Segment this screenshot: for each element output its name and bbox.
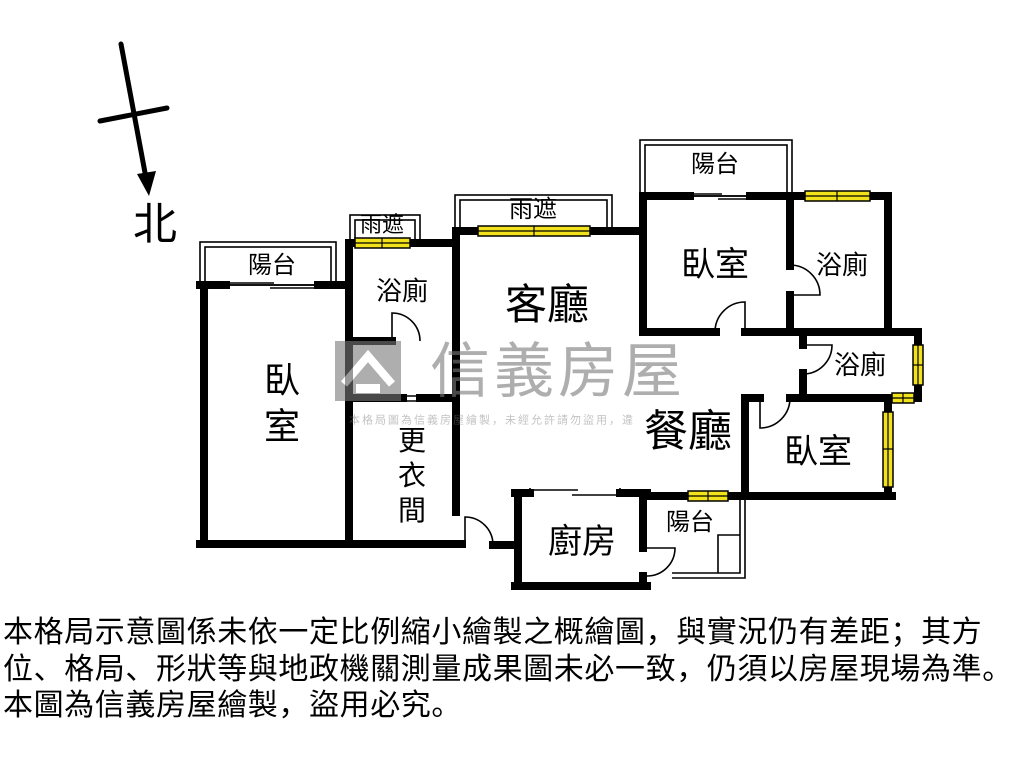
disclaimer-line: 本圖為信義房屋繪製，盜用必究。 — [3, 688, 462, 723]
door-balcony-kitchen — [646, 547, 676, 577]
north-arrow-icon — [97, 41, 170, 196]
bedroom-left-label: 臥室 — [258, 361, 299, 453]
window — [354, 237, 411, 249]
outdoor-outlines — [199, 139, 793, 579]
window — [804, 190, 871, 202]
bedroom-top-right-label: 臥室 — [681, 245, 749, 285]
disclaimer-text: 本格局示意圖係未依一定比例縮小繪製之概繪圖，與實況仍有差距；其方 位、格局、形狀… — [3, 615, 1021, 725]
sliding-door-kitchen — [529, 488, 621, 497]
sliding-door-dressing-room — [403, 395, 420, 402]
balcony-top-outline-inner — [644, 144, 788, 197]
balcony-kitchen-step — [717, 534, 740, 573]
swing-doors — [391, 264, 833, 577]
north-arrow-shaft — [118, 41, 149, 181]
dining-room-label: 餐廳 — [644, 406, 732, 457]
window — [687, 490, 729, 502]
door-bath-left — [391, 312, 421, 342]
canopy-living-label: 雨遮 — [509, 195, 557, 223]
window — [912, 344, 924, 386]
window — [882, 411, 894, 488]
window — [891, 392, 915, 404]
bedroom-bottom-right-label: 臥室 — [784, 432, 852, 472]
dressing-room-label: 更衣間 — [394, 425, 427, 531]
bath-left-label: 浴廁 — [375, 277, 429, 307]
north-arrow-head — [137, 171, 156, 196]
sliding-doors — [225, 192, 751, 497]
north-label: 北 — [133, 199, 177, 250]
kitchen-label: 廚房 — [548, 522, 616, 562]
bath-top-right-label: 浴廁 — [815, 251, 869, 281]
sliding-door-bedroom-left — [225, 281, 319, 289]
balcony-left-label: 陽台 — [248, 251, 296, 279]
balcony-top-label: 陽台 — [691, 150, 739, 178]
balcony-kitchen-label: 陽台 — [666, 508, 714, 536]
disclaimer-line: 位、格局、形狀等與地政機關測量成果圖未必一致，仍須以房屋現場為準。 — [3, 651, 1013, 687]
door-living-entry — [464, 516, 494, 546]
windows — [354, 190, 924, 502]
balcony-kitchen-outline-inner — [672, 500, 741, 574]
balcony-left-outline-inner — [204, 246, 332, 286]
disclaimer-line: 本格局示意圖係未依一定比例縮小繪製之概繪圖，與實況仍有差距；其方 — [3, 615, 983, 650]
living-room-label: 客廳 — [504, 280, 590, 329]
floor-plan — [97, 41, 924, 590]
door-bath-middle-right — [802, 344, 833, 375]
bath-middle-right-label: 浴廁 — [833, 351, 887, 381]
door-bath-top-right — [789, 264, 821, 296]
north-arrow-crossbar — [97, 105, 170, 124]
door-bedroom-top-right — [714, 301, 746, 333]
door-bedroom-bottom-right — [759, 397, 791, 429]
canopy-bath-label: 雨遮 — [359, 213, 405, 238]
balcony-kitchen-outline — [672, 498, 746, 579]
sliding-door-bedroom-top — [689, 192, 751, 200]
window — [477, 225, 591, 237]
